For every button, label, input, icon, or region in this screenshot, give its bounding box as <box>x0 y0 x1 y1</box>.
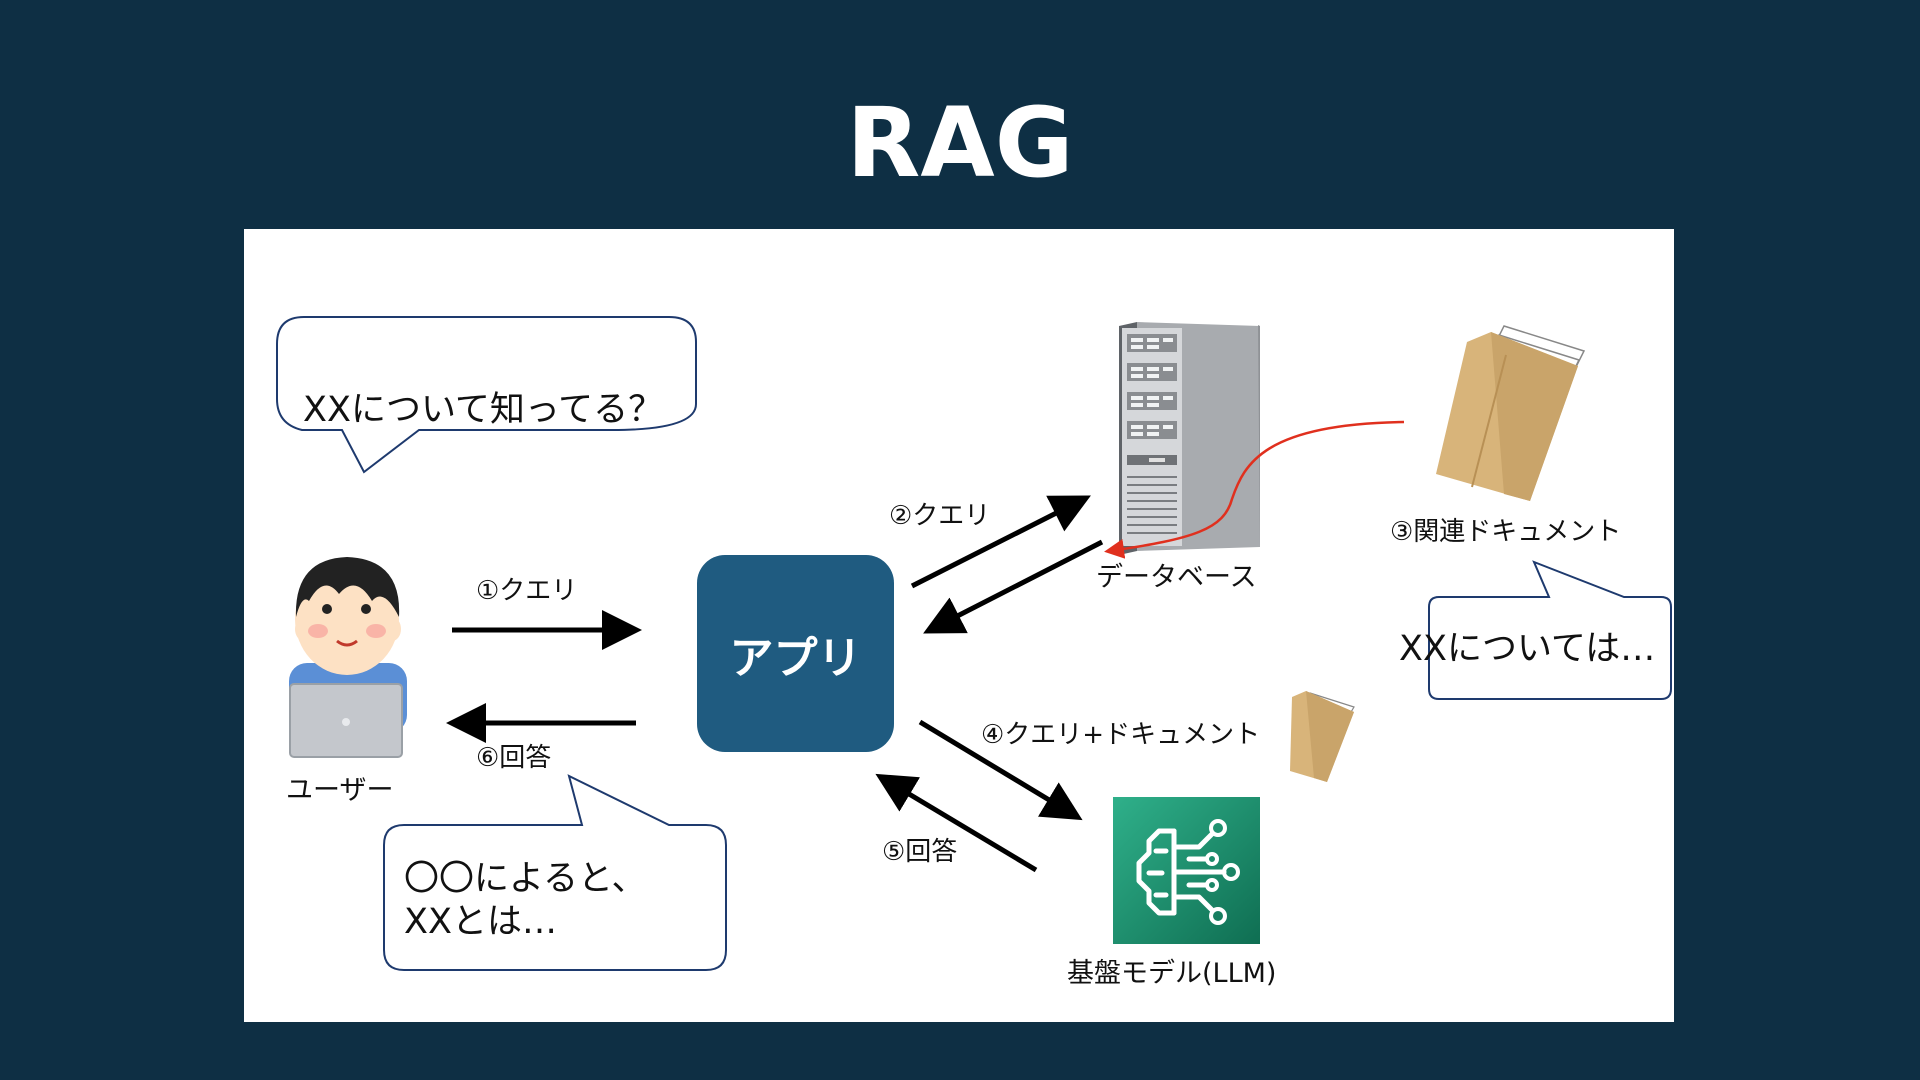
step2-label: ②クエリ <box>889 501 991 531</box>
speech-bubble-question <box>276 316 697 474</box>
document-label: ③関連ドキュメント <box>1390 517 1622 547</box>
step6-label: ⑥回答 <box>476 743 552 773</box>
arrow-step4-query-document <box>918 719 1083 821</box>
arrow-step2-query <box>910 495 1091 589</box>
app-node: アプリ <box>697 555 894 752</box>
brain-circuit-icon <box>1113 797 1260 944</box>
diagram-panel: XXについて知ってる？ XXについては… 〇〇によると、 XXとは… アプリ ユ… <box>244 229 1674 1022</box>
user-label: ユーザー <box>286 775 394 806</box>
speech-bubble-answer <box>383 774 727 971</box>
diagram-canvas <box>276 316 1672 971</box>
arrow-db-return <box>923 539 1104 634</box>
app-label: アプリ <box>729 632 862 684</box>
step4-label: ④クエリ+ドキュメント <box>981 720 1261 750</box>
envelope-document-icon <box>1436 325 1586 501</box>
answer-bubble-line2: XXとは… <box>404 902 557 942</box>
step5-label: ⑤回答 <box>882 837 958 867</box>
speech-bubble-document <box>1428 560 1672 700</box>
step1-label: ①クエリ <box>476 576 578 606</box>
person-with-laptop-icon <box>289 557 407 758</box>
question-bubble-text: XXについて知ってる？ <box>303 390 664 430</box>
retrieval-curve <box>1104 420 1405 559</box>
small-envelope-document-icon <box>1290 691 1355 782</box>
answer-bubble-line1: 〇〇によると、 <box>404 859 647 899</box>
slide-title: RAG <box>846 87 1074 199</box>
arrow-step5-answer <box>875 773 1038 873</box>
server-tower-icon <box>1119 322 1260 555</box>
document-bubble-text: XXについては… <box>1399 629 1656 669</box>
llm-label: 基盤モデル(LLM) <box>1067 958 1277 989</box>
database-label: データベース <box>1096 562 1257 593</box>
